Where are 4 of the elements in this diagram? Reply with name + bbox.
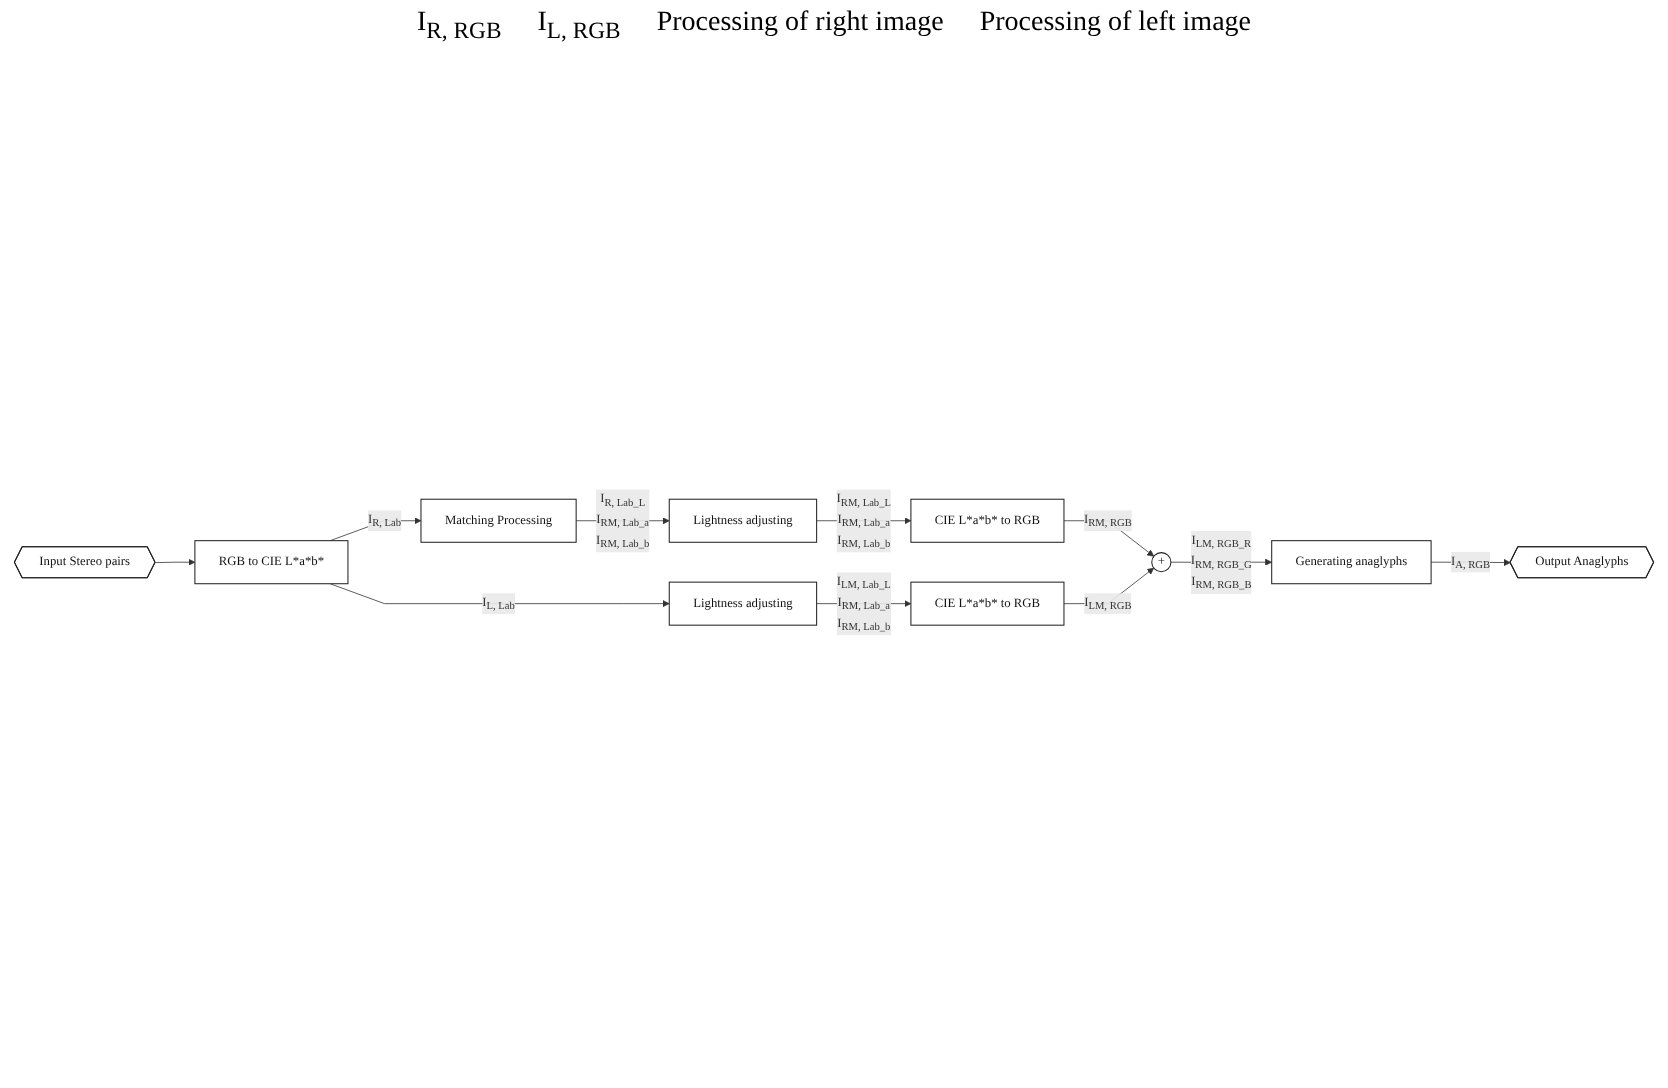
annotation-text: Processing of left image: [979, 8, 1251, 42]
annotation-text: I$_{R, RGB}$: [416, 8, 502, 44]
annotation-text: I$_{L, RGB}$: [537, 8, 621, 44]
annotation-text: Processing of right image: [656, 8, 944, 42]
